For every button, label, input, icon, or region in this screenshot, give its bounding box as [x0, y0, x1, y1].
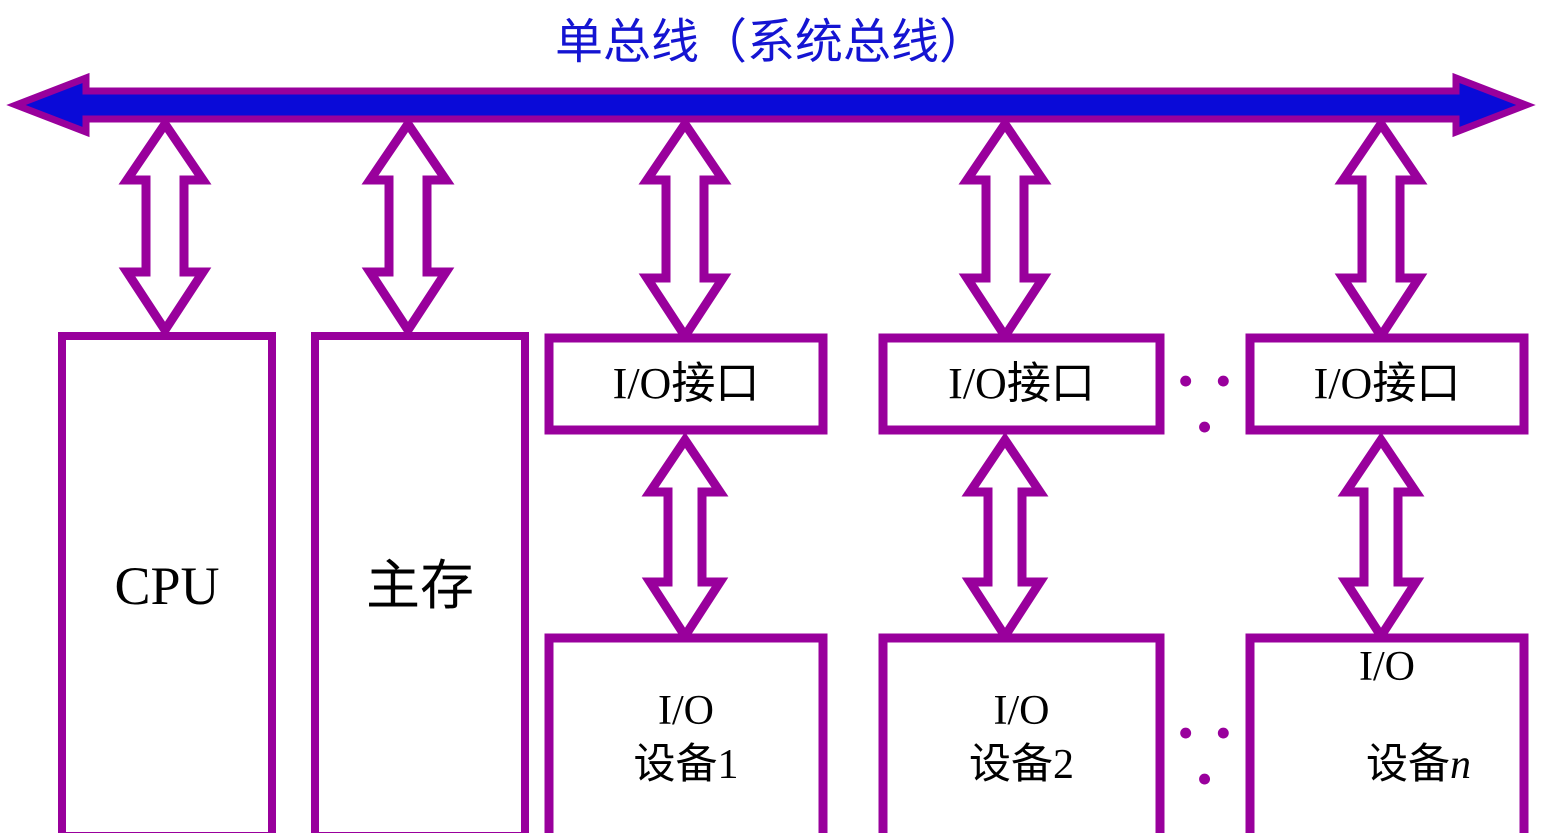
io-device-1-box — [544, 633, 828, 833]
connector-interface1-to-bus — [638, 115, 732, 345]
connector-devicen-to-interfacen — [1337, 431, 1425, 645]
device-row-ellipsis: • • • — [1177, 707, 1237, 804]
diagram-title: 单总线（系统总线） — [554, 14, 987, 70]
main-memory-box — [311, 332, 529, 833]
interface-row-ellipsis: • • • — [1177, 355, 1237, 452]
connector-cpu-to-bus — [118, 115, 212, 339]
io-device-2-box — [878, 633, 1165, 833]
connector-device2-to-interface2 — [961, 431, 1049, 645]
connector-interface2-to-bus — [958, 115, 1052, 345]
connector-device1-to-interface1 — [641, 431, 729, 645]
io-device-n-box — [1245, 633, 1529, 833]
io-interface-n-box — [1245, 333, 1529, 435]
connector-interfacen-to-bus — [1334, 115, 1428, 345]
io-interface-1-box — [544, 333, 828, 435]
connector-memory-to-bus — [361, 115, 455, 339]
system-bus-arrow — [6, 72, 1536, 138]
cpu-box — [58, 332, 276, 833]
io-interface-2-box — [878, 333, 1165, 435]
